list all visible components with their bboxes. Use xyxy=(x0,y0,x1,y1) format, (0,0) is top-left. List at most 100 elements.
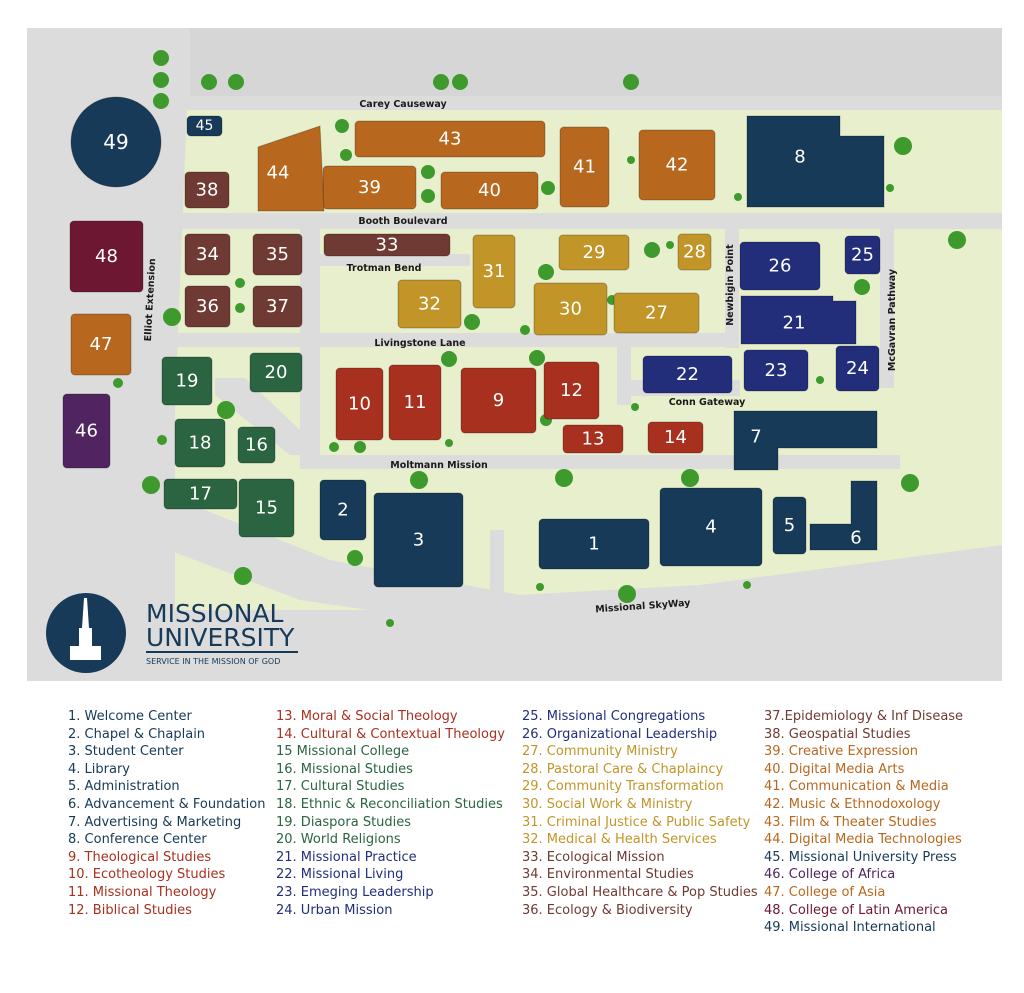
building-1-label: 1 xyxy=(588,534,599,555)
building-23-label: 23 xyxy=(765,360,788,381)
building-32[interactable] xyxy=(397,279,462,329)
building-5-label: 5 xyxy=(784,515,795,536)
building-20-label: 20 xyxy=(265,362,288,383)
building-6[interactable] xyxy=(809,480,878,551)
legend-item: 26. Organizational Leadership xyxy=(522,726,718,742)
building-33[interactable] xyxy=(323,233,451,257)
legend-item: 16. Missional Studies xyxy=(276,761,413,777)
building-31[interactable] xyxy=(472,234,516,309)
building-10[interactable] xyxy=(335,367,384,441)
legend-item: 40. Digital Media Arts xyxy=(764,761,905,777)
north-lot xyxy=(190,28,1002,96)
building-16[interactable] xyxy=(237,426,276,464)
building-19[interactable] xyxy=(161,356,213,406)
building-36[interactable] xyxy=(184,285,231,328)
legend-item: 12. Biblical Studies xyxy=(68,902,192,918)
building-11[interactable] xyxy=(388,364,442,441)
building-47[interactable] xyxy=(70,313,132,376)
building-41-label: 41 xyxy=(573,157,596,178)
building-36-label: 36 xyxy=(196,296,219,317)
building-38-label: 38 xyxy=(196,180,219,201)
legend-item: 21. Missional Practice xyxy=(276,849,417,865)
building-13[interactable] xyxy=(562,424,624,454)
legend-item: 41. Communication & Media xyxy=(764,779,949,795)
building-39[interactable] xyxy=(322,165,417,210)
building-43[interactable] xyxy=(354,120,546,158)
building-46-label: 46 xyxy=(75,421,98,442)
building-12[interactable] xyxy=(543,361,600,420)
building-48-label: 48 xyxy=(95,246,118,267)
building-41[interactable] xyxy=(559,126,610,208)
street-moltmann: Moltmann Mission xyxy=(390,460,488,471)
building-21[interactable] xyxy=(740,295,857,345)
building-23[interactable] xyxy=(743,349,809,392)
legend-item: 7. Advertising & Marketing xyxy=(68,814,242,830)
building-24[interactable] xyxy=(835,345,880,392)
building-10-label: 10 xyxy=(348,394,371,415)
legend-item: 36. Ecology & Biodiversity xyxy=(522,902,693,918)
legend-item: 42. Music & Ethnodoxology xyxy=(764,796,941,812)
street-booth: Booth Boulevard xyxy=(358,216,447,227)
logo-line-1: MISSIONAL xyxy=(146,599,284,628)
building-2[interactable] xyxy=(319,479,367,541)
building-3[interactable] xyxy=(373,492,464,588)
street-elliot: Elliot Extension xyxy=(143,258,158,342)
building-15[interactable] xyxy=(238,478,295,538)
building-28[interactable] xyxy=(677,233,712,271)
building-9[interactable] xyxy=(460,367,537,434)
building-40[interactable] xyxy=(440,171,539,210)
legend-item: 49. Missional International xyxy=(764,920,936,936)
building-42-label: 42 xyxy=(666,155,689,176)
legend-item: 14. Cultural & Contextual Theology xyxy=(276,726,505,742)
building-3-label: 3 xyxy=(413,530,424,551)
building-46[interactable] xyxy=(62,393,111,469)
building-30[interactable] xyxy=(533,282,608,336)
legend-item: 11. Missional Theology xyxy=(68,884,217,900)
building-21-label: 21 xyxy=(783,313,806,334)
building-34[interactable] xyxy=(184,233,231,276)
building-22[interactable] xyxy=(642,355,733,394)
legend-item: 9. Theological Studies xyxy=(68,849,212,865)
legend-item: 13. Moral & Social Theology xyxy=(276,709,458,724)
building-26[interactable] xyxy=(739,241,821,291)
chapel-icon xyxy=(70,598,101,660)
building-45[interactable] xyxy=(186,115,223,137)
building-42[interactable] xyxy=(638,129,716,201)
building-4[interactable] xyxy=(659,487,763,567)
building-27[interactable] xyxy=(613,292,700,334)
building-18[interactable] xyxy=(174,418,226,468)
building-35[interactable] xyxy=(252,233,303,276)
building-35-label: 35 xyxy=(266,244,289,265)
building-7-label: 7 xyxy=(750,427,761,448)
legend-item: 35. Global Healthcare & Pop Studies xyxy=(522,884,758,900)
building-7[interactable] xyxy=(733,410,878,471)
building-37-label: 37 xyxy=(266,296,289,317)
building-38[interactable] xyxy=(184,171,230,209)
building-14[interactable] xyxy=(647,421,704,454)
building-20[interactable] xyxy=(249,352,303,393)
building-45-label: 45 xyxy=(196,118,214,134)
street-livingstone: Livingstone Lane xyxy=(374,338,465,349)
legend-item: 1. Welcome Center xyxy=(68,709,192,724)
building-43-label: 43 xyxy=(439,129,462,150)
building-30-label: 30 xyxy=(559,299,582,320)
building-27-label: 27 xyxy=(645,303,668,324)
building-44-label: 44 xyxy=(267,163,290,184)
building-48[interactable] xyxy=(69,220,144,293)
building-37[interactable] xyxy=(252,285,303,328)
building-49[interactable] xyxy=(70,96,162,188)
building-44[interactable] xyxy=(257,125,325,212)
legend-item: 44. Digital Media Technologies xyxy=(764,832,962,848)
building-15-label: 15 xyxy=(255,498,278,519)
building-17[interactable] xyxy=(163,478,238,510)
building-22-label: 22 xyxy=(676,364,699,385)
building-29[interactable] xyxy=(558,234,630,271)
legend-item: 19. Diaspora Studies xyxy=(276,814,412,830)
building-8[interactable] xyxy=(746,115,885,208)
legend-item: 5. Administration xyxy=(68,779,180,795)
building-1[interactable] xyxy=(538,518,650,570)
building-25[interactable] xyxy=(844,235,881,275)
building-5[interactable] xyxy=(772,496,807,555)
